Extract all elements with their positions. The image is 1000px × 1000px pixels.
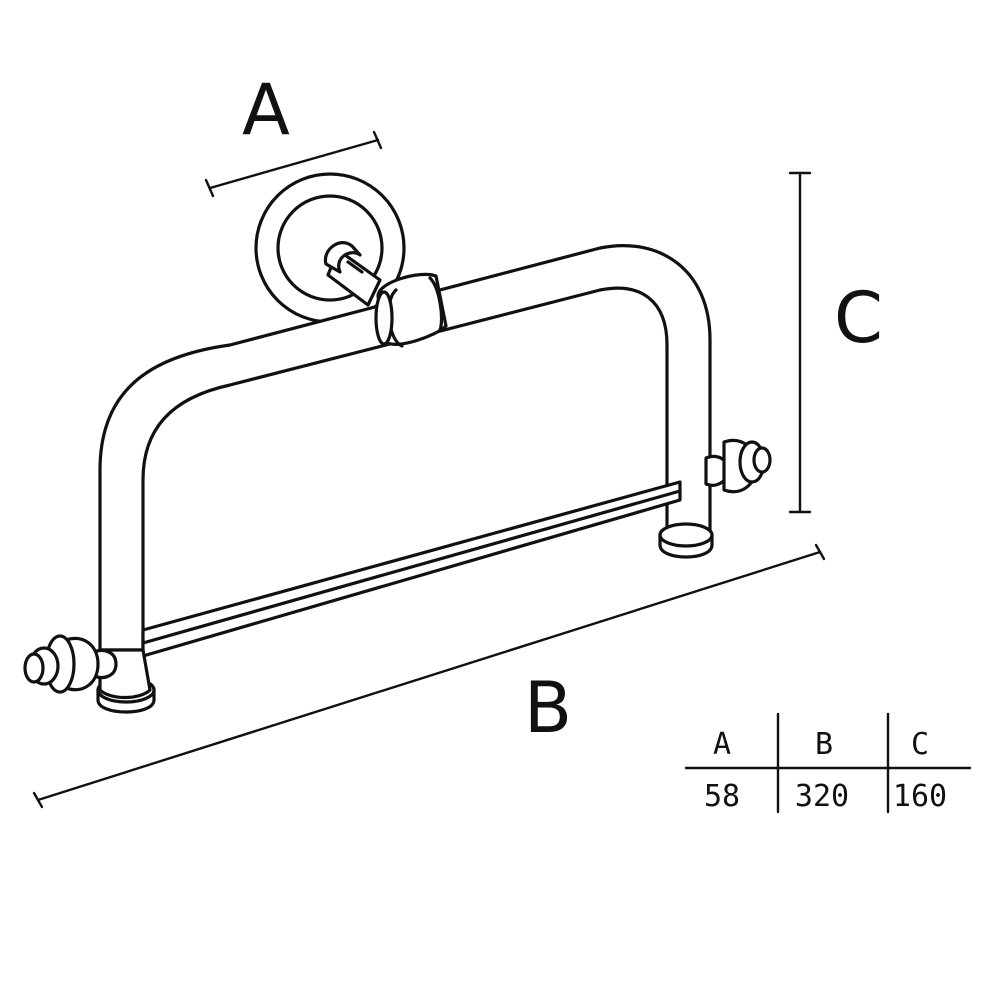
left-end-knob <box>23 634 118 694</box>
dimension-table: A B C 58 320 160 <box>684 712 972 814</box>
dimension-label-c: C <box>834 277 883 359</box>
table-header-c: C <box>911 727 929 762</box>
rail-tube <box>98 244 712 652</box>
dimension-line-b <box>32 543 826 809</box>
cross-bar <box>141 480 682 658</box>
dimension-line-a <box>204 130 383 198</box>
dimension-label-b: B <box>524 667 572 749</box>
rosette-stem <box>323 241 382 307</box>
table-value-b: 320 <box>795 779 849 814</box>
left-foot-cap <box>96 648 156 714</box>
table-value-c: 160 <box>893 779 947 814</box>
tube-collar <box>374 272 448 348</box>
table-value-a: 58 <box>704 779 740 814</box>
table-header-a: A <box>713 727 731 762</box>
right-end-knob <box>704 438 772 494</box>
dimension-label-a: A <box>242 69 290 151</box>
table-header-b: B <box>815 727 833 762</box>
right-foot-cap <box>658 522 714 559</box>
dimension-line-c <box>788 171 812 514</box>
